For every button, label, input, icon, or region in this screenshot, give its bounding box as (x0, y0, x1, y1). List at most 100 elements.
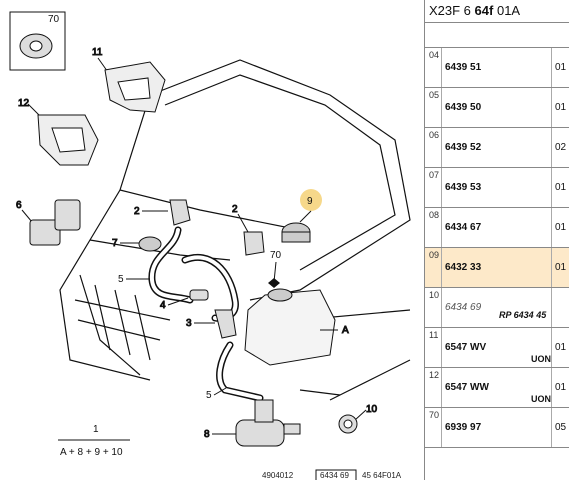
part-reference[interactable]: 6434 67 (445, 222, 482, 233)
parts-row[interactable]: 07 6439 53 01 (425, 168, 569, 208)
column-divider (441, 288, 442, 327)
parts-row[interactable]: 10 6434 69 RP 6434 45 (425, 288, 569, 328)
inset-part-70: 70 (9, 11, 66, 71)
column-divider (441, 208, 442, 247)
callout-3: 3 (186, 318, 192, 329)
header-suffix: 01A (496, 3, 521, 18)
footer-mid: 6434 69 (320, 471, 349, 480)
row-index: 10 (429, 290, 440, 300)
column-divider (551, 128, 552, 167)
bracket-11: 11 (92, 47, 166, 113)
column-divider (441, 88, 442, 127)
footer-left: 4904012 (262, 471, 294, 480)
callout-7: 7 (112, 238, 118, 249)
part-quantity: 01 (555, 102, 567, 113)
callout-2-left: 2 (134, 206, 140, 217)
reservoir-A: A (244, 288, 350, 366)
column-divider (551, 168, 552, 207)
part-reference[interactable]: 6434 69 (445, 302, 482, 313)
column-divider (441, 368, 442, 407)
column-divider (551, 208, 552, 247)
kit-formula-text: A + 8 + 9 + 10 (60, 447, 123, 458)
panel-gap (425, 23, 569, 48)
callout-A: A (342, 325, 349, 336)
jet-2-right: 2 (232, 204, 265, 256)
cap-9: 9 (281, 189, 322, 243)
part-reference[interactable]: 6939 97 (445, 422, 482, 433)
callout-8: 8 (204, 429, 210, 440)
parts-row[interactable]: 09 6432 33 01 (425, 248, 569, 288)
part-reference[interactable]: 6439 50 (445, 102, 482, 113)
column-divider (551, 288, 552, 327)
kit-formula: 1 A + 8 + 9 + 10 (58, 424, 130, 458)
parts-row[interactable]: 05 6439 50 01 (425, 88, 569, 128)
part-quantity: 01 (555, 182, 567, 193)
column-divider (441, 248, 442, 287)
callout-6: 6 (16, 200, 22, 211)
column-divider (551, 248, 552, 287)
part-reference[interactable]: 6547 WV (445, 342, 487, 353)
row-index: 08 (429, 210, 440, 220)
part-quantity: 01 (555, 62, 567, 73)
part-note: UON (531, 394, 551, 404)
callout-11: 11 (92, 47, 103, 58)
column-divider (441, 408, 442, 447)
part-note: UON (531, 354, 551, 364)
part-reference[interactable]: 6439 51 (445, 62, 482, 73)
callout-9: 9 (307, 196, 313, 207)
part-quantity: 05 (555, 422, 567, 433)
row-index: 07 (429, 170, 440, 180)
column-divider (551, 408, 552, 447)
callout-10: 10 (366, 404, 378, 415)
callout-1: 1 (93, 424, 99, 435)
part-quantity: 02 (555, 142, 567, 153)
callout-12: 12 (18, 98, 30, 109)
row-index: 05 (429, 90, 440, 100)
footer-refs: 4904012 6434 69 45 64F01A (262, 469, 402, 480)
row-index: 11 (429, 330, 439, 340)
column-divider (441, 48, 442, 87)
part-reference[interactable]: 6432 33 (445, 262, 482, 273)
panel-header: X23F 6 64f 01A (425, 0, 569, 23)
row-index: 09 (429, 250, 440, 260)
part-reference[interactable]: 6547 WW (445, 382, 489, 393)
column-divider (441, 128, 442, 167)
column-divider (551, 48, 552, 87)
callout-4: 4 (160, 300, 166, 311)
jet-2-left: 2 (134, 199, 191, 226)
connector-6: 6 (16, 199, 81, 246)
replacement-reference[interactable]: RP 6434 45 (499, 310, 547, 320)
part-reference[interactable]: 6439 53 (445, 182, 482, 193)
pump-8: 8 (204, 399, 301, 447)
grommet-10: 10 (338, 404, 378, 434)
callout-70-body: 70 (270, 250, 282, 261)
grommet-7: 7 (112, 236, 162, 252)
part-quantity: 01 (555, 262, 567, 273)
part-quantity: 01 (555, 342, 567, 353)
t-piece-4: 4 (160, 289, 209, 312)
part-quantity: 01 (555, 222, 567, 233)
row-index: 06 (429, 130, 440, 140)
parts-row[interactable]: 06 6439 52 02 (425, 128, 569, 168)
header-code: X23F 6 (429, 3, 471, 18)
header-bold: 64f (474, 3, 494, 18)
column-divider (441, 328, 442, 367)
column-divider (441, 168, 442, 207)
callout-5-lower: 5 (206, 390, 212, 401)
footer-right: 45 64F01A (362, 471, 402, 480)
row-index: 12 (429, 370, 440, 380)
column-divider (551, 88, 552, 127)
part-reference[interactable]: 6439 52 (445, 142, 482, 153)
bracket-12: 12 (18, 98, 99, 166)
callout-9-highlight (300, 189, 322, 211)
part-quantity: 01 (555, 382, 567, 393)
parts-row[interactable]: 08 6434 67 01 (425, 208, 569, 248)
column-divider (551, 328, 552, 367)
callout-5-upper: 5 (118, 274, 124, 285)
marker-70: 70 (268, 250, 282, 288)
